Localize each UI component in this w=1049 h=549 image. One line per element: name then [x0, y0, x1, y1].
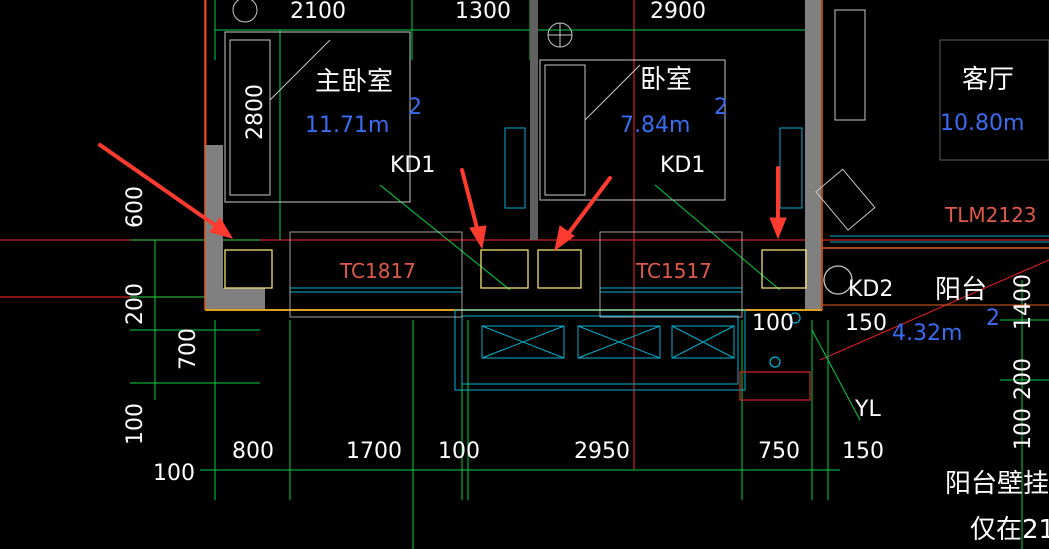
- dim-misc-100b: 100: [1011, 408, 1036, 450]
- kd-box: [224, 249, 273, 289]
- dim-top-2: 1300: [455, 0, 511, 24]
- dim-vert-600: 600: [123, 186, 148, 228]
- tag-kd2: KD2: [848, 277, 893, 302]
- tag-kd1-right: KD1: [660, 153, 705, 178]
- lamp-icon: [232, 0, 258, 23]
- pipe-icon: [769, 356, 781, 368]
- tag-door-tlm2123: TLM2123: [944, 203, 1037, 227]
- bedroom-bed: [539, 59, 726, 201]
- arrow-icon: [554, 176, 612, 252]
- arrow-icon: [98, 143, 234, 239]
- room-area-living: 10.80m: [940, 111, 1024, 136]
- tag-window-tc1517: TC1517: [635, 259, 712, 283]
- pipe-icon: [789, 312, 801, 324]
- dim-bottom-6: 750: [758, 439, 800, 464]
- dim-bottom-1: 100: [153, 461, 195, 486]
- drain-icon: [823, 265, 853, 295]
- annotation-arrows: [98, 143, 787, 252]
- tag-window-tc1817: TC1817: [339, 259, 416, 283]
- kd-box: [480, 249, 529, 289]
- dim-top-1: 2100: [290, 0, 346, 24]
- kd-boxes: [224, 231, 853, 401]
- dim-misc-100: 100: [752, 311, 794, 336]
- room-name-balcony: 阳台: [935, 275, 987, 305]
- arrow-icon: [769, 166, 787, 240]
- dim-bottom-7: 150: [842, 439, 884, 464]
- dim-bottom-4: 100: [438, 439, 480, 464]
- kd-box: [761, 249, 807, 289]
- wall-left-bottom: [205, 288, 265, 310]
- room-area-balcony: 4.32m: [892, 321, 962, 346]
- dim-vert-2800: 2800: [243, 84, 268, 140]
- sofa: [834, 9, 866, 121]
- dim-misc-1400: 1400: [1011, 274, 1036, 330]
- room-name-master: 主卧室: [315, 67, 393, 97]
- master-bed: [224, 31, 411, 203]
- arrow-icon: [460, 168, 487, 250]
- axis-lines: [0, 0, 1049, 470]
- dim-bottom-5: 2950: [574, 439, 630, 464]
- room-name-bedroom: 卧室: [640, 65, 692, 95]
- note-only-at: 仅在21~: [970, 515, 1049, 545]
- room-name-living: 客厅: [962, 65, 1014, 95]
- dim-bottom-2: 800: [232, 439, 274, 464]
- room-area-bedroom: 7.84m: [620, 113, 690, 138]
- wall-right: [805, 0, 821, 310]
- tag-kd1-left: KD1: [390, 153, 435, 178]
- dim-vert-700: 700: [176, 328, 201, 370]
- dim-top-3: 2900: [650, 0, 706, 24]
- kd-box: [537, 249, 582, 289]
- dim-bottom-3: 1700: [346, 439, 402, 464]
- windows: [290, 127, 1049, 391]
- furniture: [224, 0, 1049, 231]
- wall-mid: [530, 0, 538, 240]
- tag-yl: YL: [854, 397, 881, 422]
- dimension-lines: [130, 0, 1049, 549]
- room-area-bedroom-sup: 2: [714, 95, 728, 120]
- dim-vert-200: 200: [123, 283, 148, 325]
- dim-misc-200: 200: [1011, 358, 1036, 400]
- room-area-master-sup: 2: [408, 95, 422, 120]
- note-balcony-wall: 阳台壁挂: [945, 469, 1049, 499]
- dim-vert-100: 100: [123, 403, 148, 445]
- room-area-balcony-sup: 2: [986, 306, 1000, 331]
- dim-misc-150: 150: [845, 311, 887, 336]
- room-area-master: 11.71m: [305, 113, 389, 138]
- walls: [204, 0, 1049, 311]
